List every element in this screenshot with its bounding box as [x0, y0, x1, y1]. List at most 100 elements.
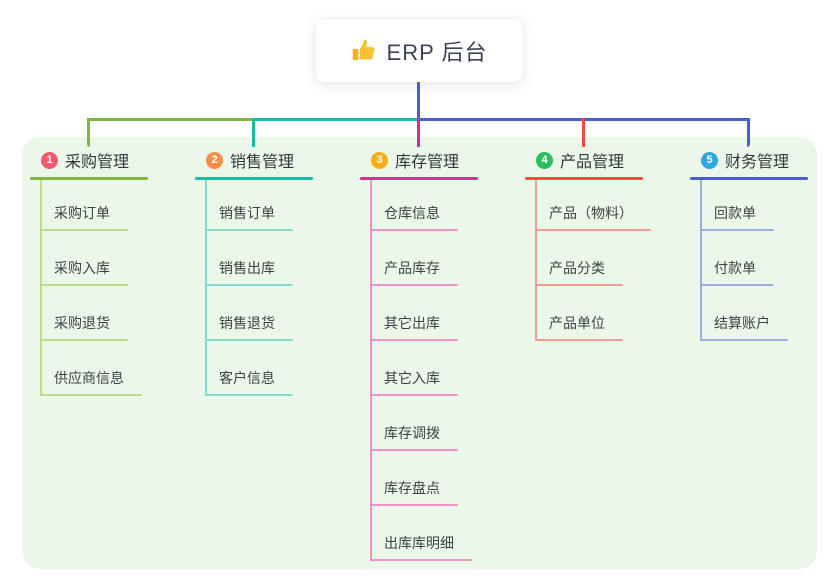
branch-number-badge: 2 [206, 151, 223, 169]
branch-underline [360, 177, 478, 180]
child-node-label: 供应商信息 [54, 370, 124, 386]
child-node[interactable]: 销售出库 [205, 258, 293, 286]
child-node-underline [370, 284, 458, 286]
bus-segment-teal [252, 118, 417, 121]
child-node-underline [370, 394, 458, 396]
child-node[interactable]: 仓库信息 [370, 203, 458, 231]
child-node[interactable]: 其它出库 [370, 313, 458, 341]
branch-1: 1 采购管理采购订单采购入库采购退货供应商信息 [30, 148, 148, 396]
children-connector-line [700, 180, 702, 341]
branch-underline [690, 177, 808, 180]
branch-underline [525, 177, 643, 180]
mindmap-board [22, 137, 817, 569]
branch-label: 采购管理 [65, 154, 130, 171]
child-node-label: 采购订单 [54, 205, 110, 221]
child-node-label: 库存盘点 [384, 480, 440, 496]
child-node[interactable]: 供应商信息 [40, 368, 142, 396]
branch-drop-line-1 [87, 118, 90, 147]
branch-label: 销售管理 [230, 154, 295, 171]
child-node-underline [40, 394, 142, 396]
child-node-underline [700, 229, 774, 231]
branch-number-badge: 3 [371, 151, 388, 169]
branch-underline [195, 177, 313, 180]
child-node-underline [370, 559, 472, 561]
child-node-label: 产品分类 [549, 260, 605, 276]
child-node[interactable]: 采购订单 [40, 203, 128, 231]
child-node[interactable]: 付款单 [700, 258, 774, 286]
child-node-underline [700, 339, 788, 341]
branch-5: 5 财务管理回款单付款单结算账户 [690, 148, 808, 341]
child-node[interactable]: 客户信息 [205, 368, 293, 396]
child-node-label: 采购入库 [54, 260, 110, 276]
branch-header-2[interactable]: 2 销售管理 [195, 148, 313, 172]
branch-label: 库存管理 [395, 154, 460, 171]
child-node-label: 产品（物料） [549, 205, 633, 221]
branch-drop-line-5 [747, 118, 750, 147]
child-node[interactable]: 销售退货 [205, 313, 293, 341]
child-node-underline [205, 284, 293, 286]
child-node[interactable]: 库存盘点 [370, 478, 458, 506]
child-node[interactable]: 产品单位 [535, 313, 623, 341]
child-node-label: 仓库信息 [384, 205, 440, 221]
child-node-underline [40, 229, 128, 231]
child-node-label: 其它出库 [384, 315, 440, 331]
child-node[interactable]: 结算账户 [700, 313, 788, 341]
child-node-underline [370, 339, 458, 341]
root-node-erp[interactable]: ERP 后台 [316, 20, 522, 82]
child-node-underline [370, 449, 458, 451]
child-node-label: 销售退货 [219, 315, 275, 331]
branch-header-1[interactable]: 1 采购管理 [30, 148, 148, 172]
child-node-label: 其它入库 [384, 370, 440, 386]
thumbs-up-icon [351, 38, 377, 64]
child-node-underline [370, 504, 458, 506]
child-node-underline [700, 284, 774, 286]
branch-label: 产品管理 [560, 154, 625, 171]
child-node[interactable]: 其它入库 [370, 368, 458, 396]
branch-number-badge: 1 [41, 151, 58, 169]
root-connector-line [417, 82, 420, 121]
children-connector-line [370, 180, 372, 561]
child-node[interactable]: 产品分类 [535, 258, 623, 286]
branch-number-badge: 5 [701, 151, 718, 169]
child-node-label: 回款单 [714, 205, 756, 221]
child-node-underline [205, 229, 293, 231]
children-connector-line [535, 180, 537, 341]
child-node[interactable]: 回款单 [700, 203, 774, 231]
child-node[interactable]: 出库库明细 [370, 533, 472, 561]
branch-4: 4 产品管理产品（物料） 产品分类产品单位 [525, 148, 651, 341]
children-connector-line [40, 180, 42, 396]
children-connector-line [205, 180, 207, 396]
child-node-label: 销售订单 [219, 205, 275, 221]
child-node[interactable]: 库存调拨 [370, 423, 458, 451]
child-node-label: 库存调拨 [384, 425, 440, 441]
child-node[interactable]: 产品库存 [370, 258, 458, 286]
child-node-underline [535, 229, 651, 231]
child-node-underline [40, 339, 128, 341]
child-node-underline [535, 284, 623, 286]
branch-number-badge: 4 [536, 151, 553, 169]
branch-2: 2 销售管理销售订单销售出库销售退货客户信息 [195, 148, 313, 396]
child-node[interactable]: 产品（物料） [535, 203, 651, 231]
child-node-label: 出库库明细 [384, 535, 454, 551]
branch-header-4[interactable]: 4 产品管理 [525, 148, 643, 172]
root-node-title: ERP 后台 [386, 40, 488, 65]
branch-drop-line-4 [582, 118, 585, 147]
branch-3: 3 库存管理仓库信息产品库存其它出库其它入库库存调拨库存盘点出库库明细 [360, 148, 478, 561]
child-node[interactable]: 销售订单 [205, 203, 293, 231]
child-node-underline [535, 339, 623, 341]
branch-underline [30, 177, 148, 180]
bus-segment-green [87, 118, 252, 121]
child-node-label: 产品库存 [384, 260, 440, 276]
child-node-underline [205, 339, 293, 341]
child-node[interactable]: 采购入库 [40, 258, 128, 286]
child-node-underline [205, 394, 293, 396]
child-node-label: 采购退货 [54, 315, 110, 331]
branch-header-3[interactable]: 3 库存管理 [360, 148, 478, 172]
branch-header-5[interactable]: 5 财务管理 [690, 148, 808, 172]
child-node[interactable]: 采购退货 [40, 313, 128, 341]
child-node-label: 结算账户 [714, 315, 770, 331]
branch-drop-line-3 [417, 118, 420, 147]
child-node-label: 销售出库 [219, 260, 275, 276]
branch-label: 财务管理 [725, 154, 790, 171]
child-node-label: 客户信息 [219, 370, 275, 386]
